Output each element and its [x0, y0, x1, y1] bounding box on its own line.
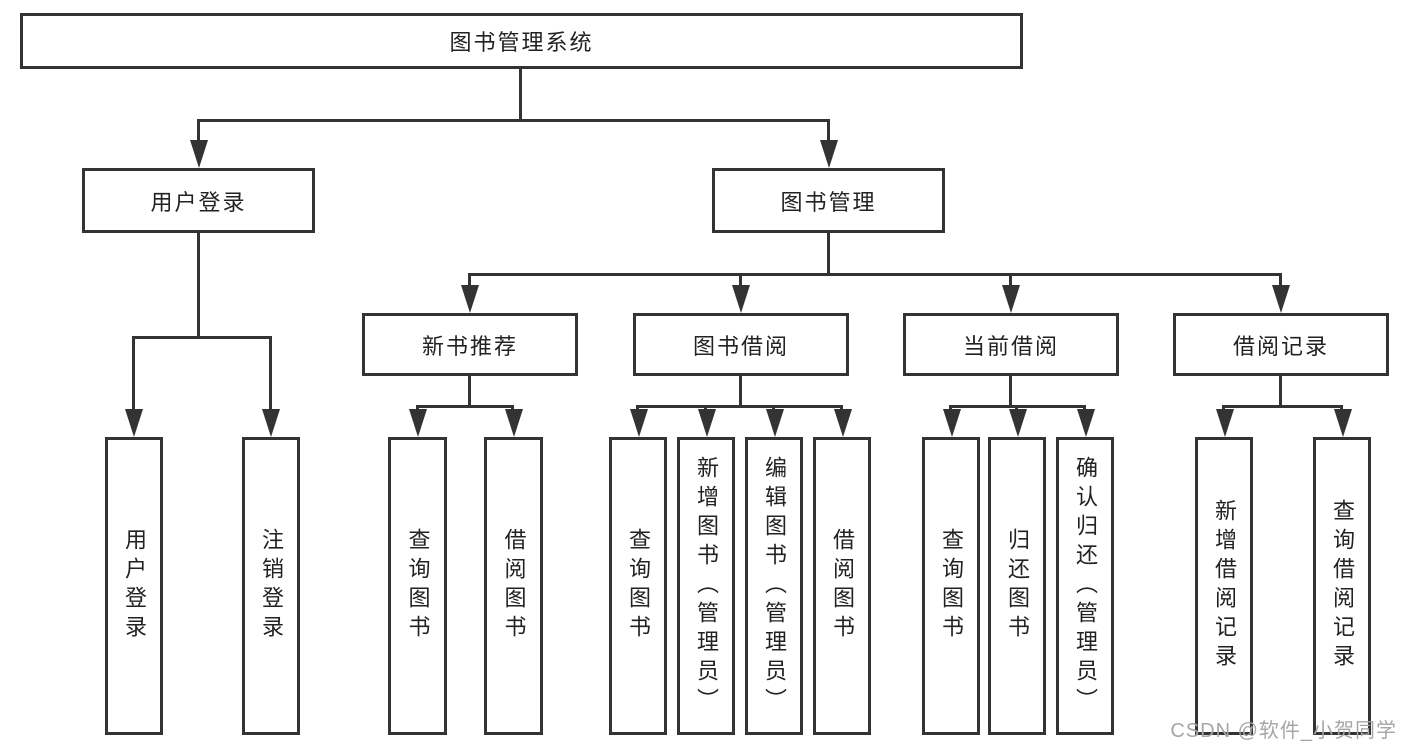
connector-book-mgmt-drop	[739, 273, 742, 287]
leaf-edit-books-admin-label: 编辑图书（管理员）	[762, 455, 787, 717]
arrow-down-icon	[1077, 409, 1095, 437]
connector-borrowing-bar	[636, 405, 843, 408]
leaf-add-borrow-record-label: 新增借阅记录	[1212, 499, 1237, 673]
node-current-borrow: 当前借阅	[903, 313, 1119, 376]
node-book-mgmt-label: 图书管理	[780, 189, 877, 215]
node-current-borrow-label: 当前借阅	[962, 333, 1059, 359]
connector-root-drop-right	[827, 119, 830, 145]
node-user-login-label: 用户登录	[150, 189, 247, 215]
leaf-user-login: 用户登录	[105, 437, 163, 735]
arrow-down-icon	[505, 409, 523, 437]
arrow-down-icon	[461, 285, 479, 313]
arrow-down-icon	[125, 409, 143, 437]
connector-new-books-bar	[416, 405, 514, 408]
arrow-down-icon	[698, 409, 716, 437]
arrow-down-icon	[1216, 409, 1234, 437]
connector-user-login-drop	[132, 336, 135, 414]
connector-records-stem	[1279, 376, 1282, 408]
leaf-query-books-2-label: 查询图书	[626, 528, 651, 644]
arrow-down-icon	[409, 409, 427, 437]
connector-book-mgmt-drop	[1009, 273, 1012, 287]
leaf-add-books-admin-label: 新增图书（管理员）	[694, 455, 719, 717]
arrow-down-icon	[820, 140, 838, 168]
connector-borrowing-stem	[739, 376, 742, 408]
leaf-query-borrow-record-label: 查询借阅记录	[1330, 499, 1355, 673]
leaf-query-borrow-record: 查询借阅记录	[1313, 437, 1371, 735]
arrow-down-icon	[190, 140, 208, 168]
connector-book-mgmt-stem	[827, 233, 830, 276]
connector-book-mgmt-drop	[1279, 273, 1282, 287]
node-new-books: 新书推荐	[362, 313, 578, 376]
arrow-down-icon	[834, 409, 852, 437]
leaf-confirm-return-admin: 确认归还（管理员）	[1056, 437, 1114, 735]
node-borrow-records: 借阅记录	[1173, 313, 1389, 376]
connector-root-stem	[519, 69, 522, 122]
arrow-down-icon	[1272, 285, 1290, 313]
connector-new-books-stem	[468, 376, 471, 408]
leaf-return-books-label: 归还图书	[1005, 528, 1030, 644]
connector-user-login-bar	[132, 336, 272, 339]
leaf-confirm-return-admin-label: 确认归还（管理员）	[1073, 455, 1098, 717]
node-user-login: 用户登录	[82, 168, 315, 233]
node-root: 图书管理系统	[20, 13, 1023, 69]
leaf-edit-books-admin: 编辑图书（管理员）	[745, 437, 803, 735]
leaf-query-books-2: 查询图书	[609, 437, 667, 735]
arrow-down-icon	[732, 285, 750, 313]
arrow-down-icon	[943, 409, 961, 437]
node-borrowing: 图书借阅	[633, 313, 849, 376]
arrow-down-icon	[1009, 409, 1027, 437]
leaf-borrow-books-1-label: 借阅图书	[501, 528, 527, 644]
leaf-return-books: 归还图书	[988, 437, 1046, 735]
arrow-down-icon	[262, 409, 280, 437]
leaf-logout-label: 注销登录	[259, 528, 284, 644]
connector-book-mgmt-drop	[468, 273, 471, 287]
leaf-add-books-admin: 新增图书（管理员）	[677, 437, 735, 735]
connector-user-login-stem	[197, 233, 200, 339]
leaf-user-login-label: 用户登录	[122, 528, 147, 644]
connector-user-login-drop	[269, 336, 272, 414]
leaf-query-books-3-label: 查询图书	[939, 528, 964, 644]
connector-records-bar	[1222, 405, 1343, 408]
arrow-down-icon	[630, 409, 648, 437]
leaf-borrow-books-1: 借阅图书	[484, 437, 543, 735]
arrow-down-icon	[1002, 285, 1020, 313]
leaf-query-books-3: 查询图书	[922, 437, 980, 735]
leaf-borrow-books-2: 借阅图书	[813, 437, 871, 735]
csdn-watermark: CSDN @软件_小贺同学	[1170, 720, 1397, 742]
leaf-query-books-1: 查询图书	[388, 437, 447, 735]
node-root-label: 图书管理系统	[449, 30, 594, 55]
leaf-query-books-1-label: 查询图书	[405, 528, 431, 644]
node-book-mgmt: 图书管理	[712, 168, 945, 233]
connector-root-bar	[197, 119, 830, 122]
arrow-down-icon	[766, 409, 784, 437]
leaf-borrow-books-2-label: 借阅图书	[830, 528, 855, 644]
arrow-down-icon	[1334, 409, 1352, 437]
leaf-logout: 注销登录	[242, 437, 300, 735]
connector-root-drop-left	[197, 119, 200, 145]
node-new-books-label: 新书推荐	[421, 333, 518, 359]
leaf-add-borrow-record: 新增借阅记录	[1195, 437, 1253, 735]
node-borrow-records-label: 借阅记录	[1232, 333, 1329, 359]
connector-book-mgmt-bar	[468, 273, 1282, 276]
node-borrowing-label: 图书借阅	[692, 333, 789, 359]
connector-current-stem	[1009, 376, 1012, 408]
